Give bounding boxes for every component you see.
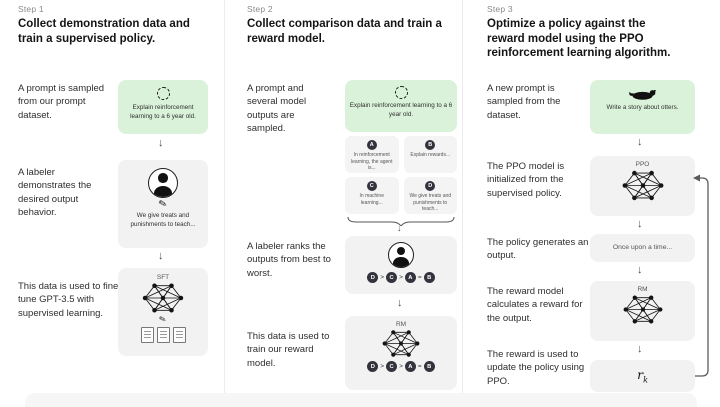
rank-circle: A	[404, 361, 416, 372]
output-card-a: A In reinforcement learning, the agent i…	[345, 136, 399, 173]
rank-separator: =	[417, 274, 422, 281]
reward-value-box: rk	[590, 360, 695, 392]
neural-network-icon	[382, 328, 420, 359]
step2-row3-text: This data is used to train our reward mo…	[247, 331, 330, 369]
rank-separator: >	[399, 363, 403, 370]
model-outputs-grid: A In reinforcement learning, the agent i…	[345, 136, 457, 214]
sft-model-box: SFT ✎	[118, 268, 208, 356]
step-2-label: Step 2	[247, 4, 273, 14]
policy-output-caption: Once upon a time...	[612, 244, 673, 252]
rank-circle: A	[404, 272, 416, 283]
rank-separator: =	[417, 363, 422, 370]
output-b-text: Explain rewards...	[410, 152, 451, 158]
ranking-row: D > C > A = B	[367, 361, 435, 372]
output-card-d: D We give treats and punishments to teac…	[403, 177, 457, 214]
rank-separator: >	[380, 274, 385, 281]
labeler-person-icon	[388, 242, 414, 268]
down-arrow: ↓	[637, 264, 643, 276]
rank-separator: >	[399, 274, 403, 281]
step3-row5-text: The reward is used to update the policy …	[487, 349, 585, 387]
column-divider-1	[224, 0, 225, 407]
step1-row1-text: A prompt is sampled from our prompt data…	[18, 83, 105, 121]
step-1-label: Step 1	[18, 4, 44, 14]
step-3-label: Step 3	[487, 4, 513, 14]
output-card-c: C In machine learning...	[345, 177, 399, 214]
ranking-labeler-box: D > C > A = B	[345, 236, 457, 294]
step3-row1-text: A new prompt is sampled from the dataset…	[487, 83, 561, 121]
prompt-box: Write a story about otters.	[590, 80, 695, 134]
step-3-heading: Optimize a policy against the reward mod…	[487, 18, 671, 60]
documents-icon	[140, 326, 186, 343]
sft-label: SFT	[156, 274, 170, 281]
step-1-column: Step 1 Collect demonstration data and tr…	[18, 0, 222, 407]
down-arrow: ↓	[397, 223, 402, 233]
step2-row1-text: A prompt and several model outputs are s…	[247, 83, 307, 134]
prompt-caption: Explain reinforcement learning to a 6 ye…	[349, 102, 453, 118]
labeler-person-icon	[148, 168, 178, 198]
next-section-top-edge	[25, 393, 697, 407]
feedback-loop-arrow	[693, 174, 709, 377]
step-1-heading: Collect demonstration data and train a s…	[18, 18, 190, 45]
prompt-caption: Write a story about otters.	[606, 104, 679, 111]
rm-label: RM	[395, 321, 407, 328]
neural-network-icon	[623, 293, 663, 326]
down-arrow: ↓	[637, 136, 643, 148]
letter-badge-b: B	[425, 140, 436, 150]
step3-row3-text: The policy generates an output.	[487, 237, 589, 262]
step1-row2-text: A labeler demonstrates the desired outpu…	[18, 167, 92, 218]
output-d-text: We give treats and punishments to teach.…	[409, 193, 452, 212]
rank-circle: D	[367, 361, 379, 372]
step2-row2-text: A labeler ranks the outputs from best to…	[247, 241, 331, 279]
letter-badge-c: C	[366, 181, 377, 191]
down-arrow: ↓	[158, 137, 164, 149]
down-arrow: ↓	[637, 343, 643, 355]
rm-model-box: RM D > C > A = B	[345, 316, 457, 390]
rank-circle: C	[386, 361, 398, 372]
ppo-model-box: PPO	[590, 156, 695, 216]
pen-icon: ✎	[158, 313, 168, 325]
output-a-text: In reinforcement learning, the agent is.…	[351, 152, 393, 171]
prompt-box: Explain reinforcement learning to a 6 ye…	[345, 80, 457, 132]
prompt-caption: Explain reinforcement learning to a 6 ye…	[130, 104, 196, 120]
down-arrow: ↓	[397, 297, 403, 309]
down-arrow: ↓	[637, 218, 643, 230]
letter-badge-d: D	[425, 181, 436, 191]
rm-label: RM	[637, 286, 648, 293]
step3-row2-text: The PPO model is initialized from the su…	[487, 161, 565, 199]
output-card-b: B Explain rewards...	[403, 136, 457, 173]
rank-circle: B	[423, 272, 435, 283]
rank-circle: B	[423, 361, 435, 372]
column-divider-2	[462, 0, 463, 407]
labeler-box: ✎ We give treats and punishments to teac…	[118, 160, 208, 248]
prompt-box: Explain reinforcement learning to a 6 ye…	[118, 80, 208, 134]
neural-network-icon	[622, 168, 664, 203]
pen-icon: ✎	[157, 198, 169, 211]
sample-cycle-icon	[156, 87, 170, 100]
otter-icon	[628, 89, 656, 100]
labeler-caption: We give treats and punishments to teach.…	[130, 212, 196, 228]
sample-cycle-icon	[394, 86, 408, 99]
rm-model-box: RM	[590, 281, 695, 341]
brace-icon	[347, 216, 455, 226]
policy-output-box: Once upon a time...	[590, 234, 695, 262]
rank-circle: C	[386, 272, 398, 283]
step1-row3-text: This data is used to fine-tune GPT-3.5 w…	[18, 281, 122, 319]
ppo-label: PPO	[635, 161, 650, 168]
step-3-column: Step 3 Optimize a policy against the rew…	[487, 0, 720, 407]
neural-network-icon	[142, 281, 184, 315]
output-c-text: In machine learning...	[359, 193, 384, 206]
reward-symbol: rk	[637, 367, 648, 385]
rank-circle: D	[367, 272, 379, 283]
step-2-heading: Collect comparison data and train a rewa…	[247, 18, 442, 45]
rank-separator: >	[380, 363, 385, 370]
down-arrow: ↓	[158, 250, 164, 262]
ranking-row: D > C > A = B	[367, 272, 435, 283]
step-2-column: Step 2 Collect comparison data and train…	[247, 0, 462, 407]
step3-row4-text: The reward model calculates a reward for…	[487, 286, 583, 324]
letter-badge-a: A	[366, 140, 377, 150]
